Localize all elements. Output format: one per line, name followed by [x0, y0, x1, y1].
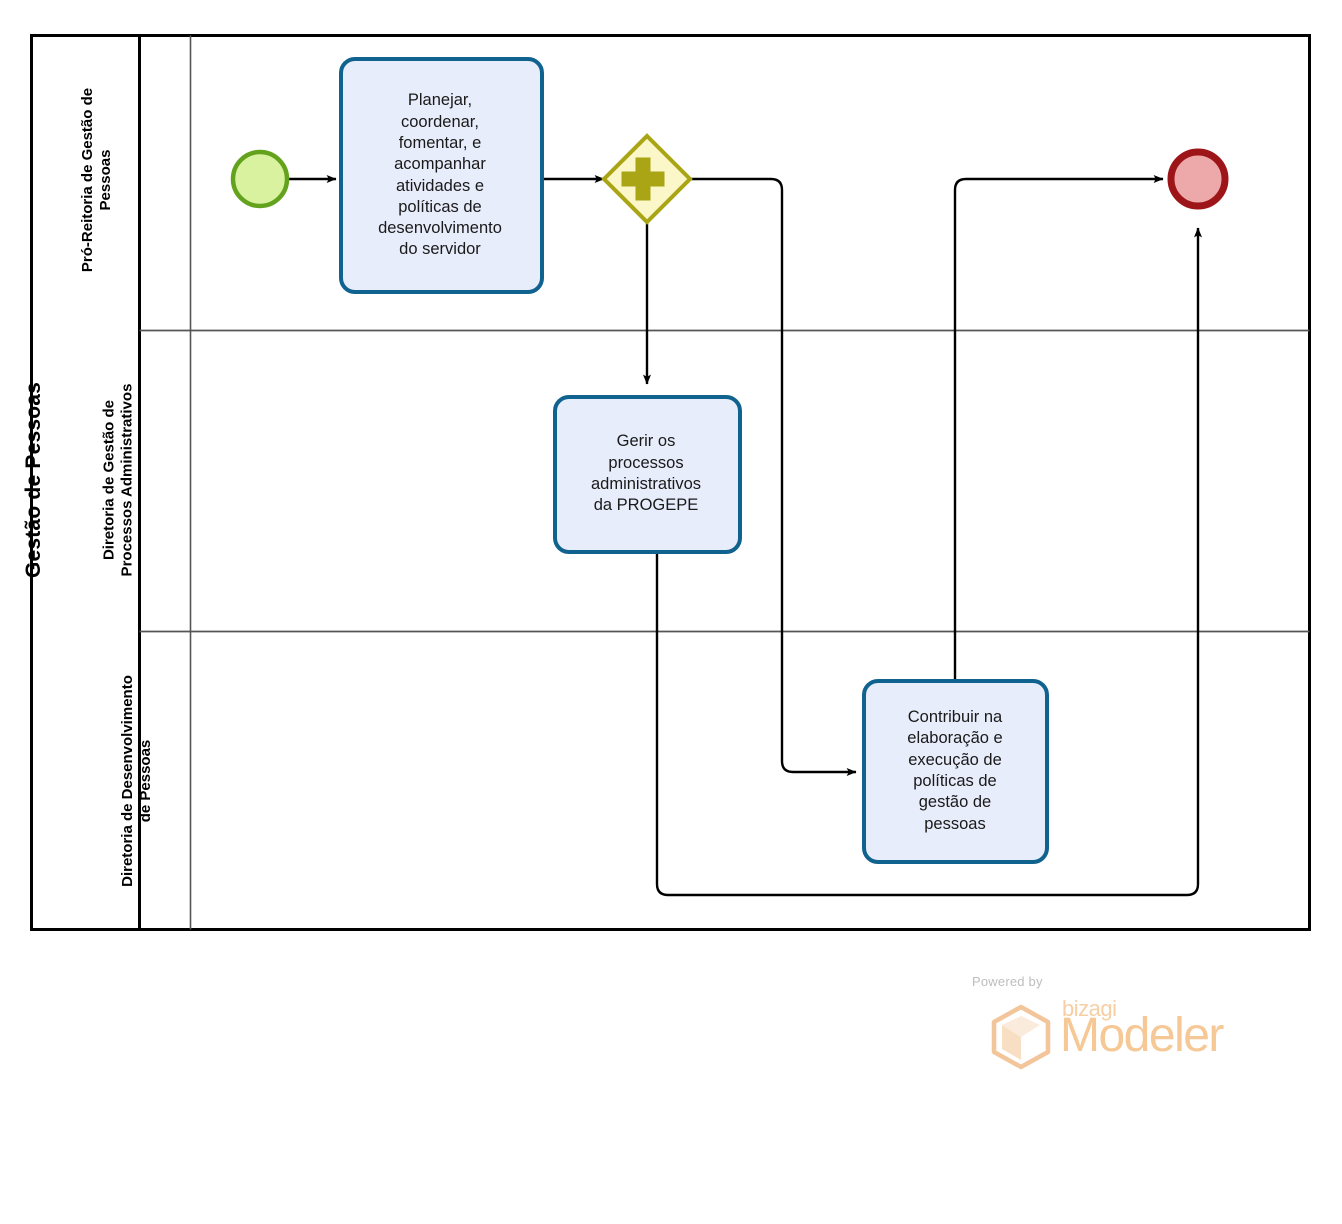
bizagi-wordmark: bizagi [1062, 996, 1117, 1021]
start-event[interactable] [230, 149, 290, 209]
flow-contribuir-to-end[interactable] [953, 175, 1164, 682]
powered-by-label: Powered by [972, 974, 1043, 989]
flow-gateway-to-contribuir[interactable] [690, 177, 857, 776]
modeler-wordmark: Modeler [1060, 1009, 1224, 1062]
task-gerir-shape[interactable] [553, 395, 742, 554]
start-event-circle[interactable] [230, 149, 290, 209]
end-event-circle[interactable] [1167, 148, 1229, 210]
bizagi-credit: Powered by bizagi Modeler [962, 974, 1262, 1074]
bizagi-hexagon-logo-icon [991, 1004, 1051, 1070]
flow-gerir-to-end[interactable] [655, 227, 1202, 897]
task-planejar[interactable] [339, 57, 544, 294]
task-contribuir-shape[interactable] [862, 679, 1049, 864]
parallel-gateway[interactable] [601, 133, 693, 225]
sequence-flow-layer [289, 175, 1202, 897]
plus-icon [621, 157, 665, 201]
end-event[interactable] [1167, 148, 1229, 210]
task-gerir[interactable] [553, 395, 742, 554]
task-contribuir[interactable] [862, 679, 1049, 864]
task-planejar-shape[interactable] [339, 57, 544, 294]
